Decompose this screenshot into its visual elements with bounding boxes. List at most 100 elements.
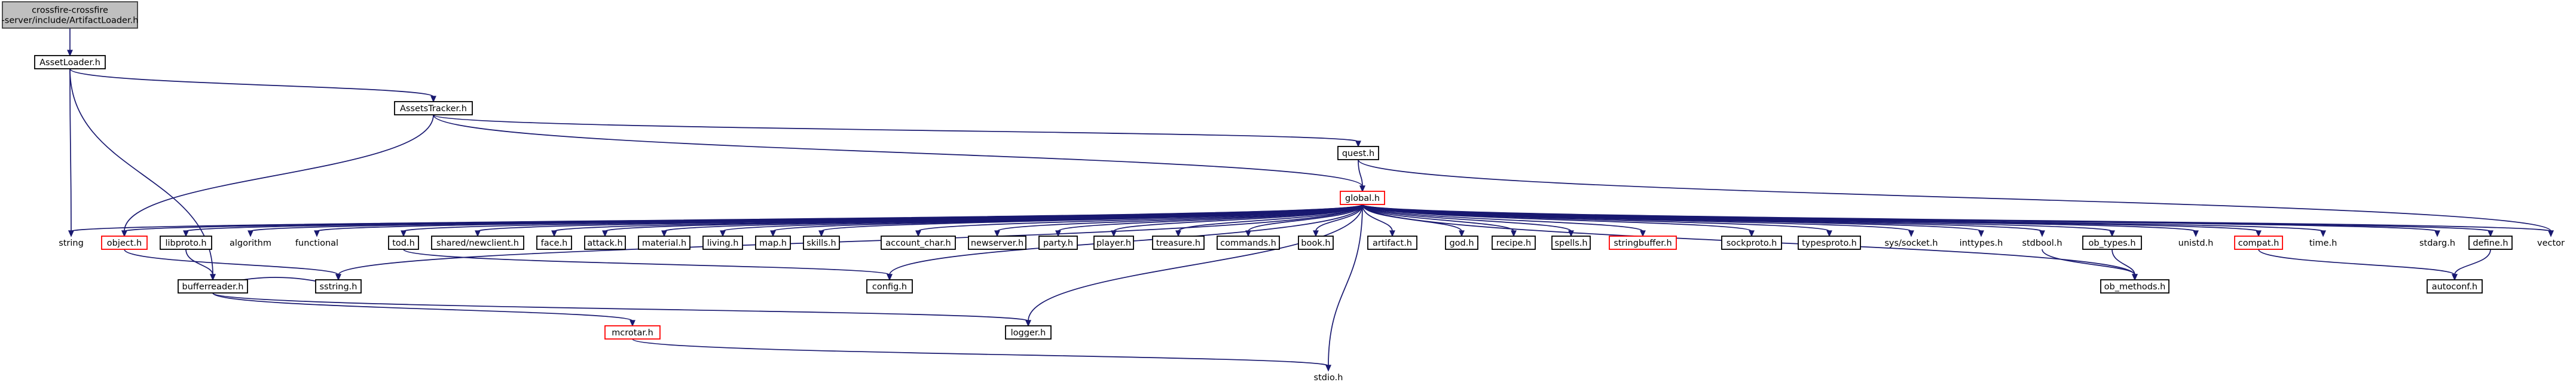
node-tod-label: tod.h [392,239,415,248]
arrowhead-global-to-tod [401,230,407,237]
node-tod-box [388,236,419,250]
node-vector: vector [2537,239,2565,248]
node-artifact-box [1367,236,1417,250]
node-assetstracker-box [394,101,473,115]
node-mcrotar-label: mcrotar.h [612,328,653,338]
node-stdarg: stdarg.h [2419,239,2455,248]
edge-global-to-player [1113,204,1363,232]
node-stringbuffer-label: stringbuffer.h [1614,239,1672,248]
arrowhead-global-to-inttypes [1978,230,1984,237]
edge-stdbool-to-ob_methods [2042,249,2135,276]
node-ob_types[interactable]: ob_types.h [2082,236,2142,250]
node-face[interactable]: face.h [536,236,572,250]
edge-ob_types-to-ob_methods [2111,249,2135,276]
arrowhead-global-to-unistd [2193,230,2199,237]
node-treasure-box [1152,236,1205,250]
node-living-label: living.h [707,239,739,248]
arrowhead-root-to-assetloader [67,50,73,57]
node-newserver[interactable]: newserver.h [968,236,1026,250]
node-unistd-label: unistd.h [2178,239,2214,248]
node-tod[interactable]: tod.h [388,236,419,250]
node-player[interactable]: player.h [1093,236,1134,250]
node-typesproto[interactable]: typesproto.h [1798,236,1861,250]
node-material[interactable]: material.h [638,236,690,250]
node-skills[interactable]: skills.h [803,236,840,250]
edge-global-to-logger [1028,204,1363,322]
node-libproto[interactable]: libproto.h [160,236,212,250]
edge-global-to-stringbuffer [1362,204,1643,232]
node-account_char-box [881,236,956,250]
edge-global-to-newserver [997,204,1363,232]
arrowhead-global-to-newserver [994,230,1000,237]
arrowhead-global-to-stringbuffer [1640,230,1646,237]
node-libproto-label: libproto.h [165,239,206,248]
arrowhead-global-to-vector [2548,230,2554,237]
node-sockproto-label: sockproto.h [1726,239,1777,248]
arrowhead-global-to-sharednewclient [475,230,481,237]
node-autoconf[interactable]: autoconf.h [2427,279,2483,294]
node-time: time.h [2309,239,2337,248]
node-commands[interactable]: commands.h [1217,236,1280,250]
node-compat-label: compat.h [2238,239,2279,248]
node-party[interactable]: party.h [1038,236,1078,250]
arrowhead-global-to-account_char [915,230,921,237]
node-functional-label: functional [295,239,338,248]
node-mcrotar-box [604,325,661,340]
node-god[interactable]: god.h [1445,236,1478,250]
node-root[interactable]: crossfire-crossfire-server/include/Artif… [2,1,139,29]
edge-global-to-typesproto [1362,204,1830,232]
node-stdio-label: stdio.h [1314,373,1343,383]
node-config[interactable]: config.h [866,279,913,294]
node-party-box [1038,236,1078,250]
node-sstring[interactable]: sstring.h [315,279,362,294]
node-compat[interactable]: compat.h [2234,236,2283,250]
node-config-box [866,279,913,294]
node-define[interactable]: define.h [2468,236,2513,250]
arrowhead-global-to-stdio [1325,365,1331,372]
node-spells[interactable]: spells.h [1551,236,1591,250]
node-account_char-label: account_char.h [885,239,951,248]
node-mcrotar[interactable]: mcrotar.h [604,325,661,340]
node-sharednewclient[interactable]: shared/newclient.h [431,236,524,250]
node-recipe[interactable]: recipe.h [1492,236,1536,250]
node-material-box [638,236,690,250]
arrowhead-global-to-ob_types [2109,230,2115,237]
node-autoconf-label: autoconf.h [2432,282,2478,292]
node-treasure[interactable]: treasure.h [1152,236,1205,250]
arrowhead-global-to-ob_methods [2132,274,2138,281]
node-sockproto[interactable]: sockproto.h [1721,236,1782,250]
arrowhead-global-to-sockproto [1749,230,1755,237]
node-ob_methods[interactable]: ob_methods.h [2100,279,2169,294]
node-bufferreader[interactable]: bufferreader.h [178,279,248,294]
node-assetloader[interactable]: AssetLoader.h [34,55,106,69]
arrowhead-global-to-party [1055,230,1061,237]
arrowhead-global-to-treasure [1175,230,1181,237]
edge-compat-to-autoconf [2258,249,2455,276]
node-attack[interactable]: attack.h [584,236,626,250]
edge-object-to-sstring [124,249,339,276]
node-unistd: unistd.h [2178,239,2214,248]
node-bufferreader-box [178,279,248,294]
node-assetstracker[interactable]: AssetsTracker.h [394,101,473,115]
node-object[interactable]: object.h [101,236,148,250]
node-global-box [1340,191,1385,205]
arrowhead-global-to-typesproto [1826,230,1832,237]
node-logger[interactable]: logger.h [1005,325,1052,340]
node-autoconf-box [2427,279,2483,294]
edge-tod-to-config [403,249,890,276]
node-vector-label: vector [2537,239,2565,248]
node-book[interactable]: book.h [1298,236,1334,250]
node-sockproto-box [1721,236,1782,250]
node-map[interactable]: map.h [755,236,791,250]
node-quest[interactable]: quest.h [1337,146,1379,160]
node-living[interactable]: living.h [702,236,743,250]
node-stringbuffer[interactable]: stringbuffer.h [1609,236,1677,250]
node-assetloader-box [34,55,106,69]
node-artifact[interactable]: artifact.h [1367,236,1417,250]
node-recipe-label: recipe.h [1496,239,1532,248]
node-account_char[interactable]: account_char.h [881,236,956,250]
node-assetloader-label: AssetLoader.h [39,58,100,68]
node-global[interactable]: global.h [1340,191,1385,205]
